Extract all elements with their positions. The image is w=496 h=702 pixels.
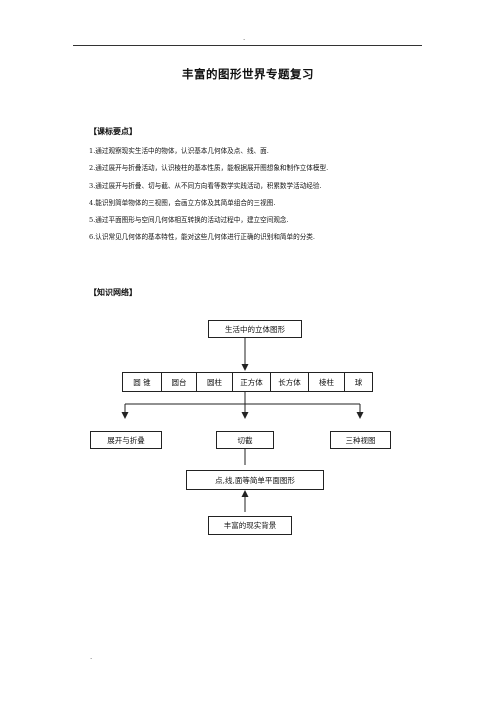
objective-item: 3.通过展开与折叠、切与截、从不同方向看等数学实践活动，积累数学活动经验. bbox=[89, 181, 322, 190]
solid-cuboid: 长方体 bbox=[271, 373, 309, 391]
solid-cylinder: 圆柱 bbox=[197, 373, 233, 391]
top-node: 生活中的立体图形 bbox=[208, 320, 302, 338]
page-title: 丰富的图形世界专题复习 bbox=[182, 67, 314, 81]
network-heading: 【知识网络】 bbox=[89, 287, 137, 297]
right-node: 三种视图 bbox=[330, 431, 391, 449]
objectives-heading: 【课标要点】 bbox=[89, 126, 137, 136]
middle-node: 切截 bbox=[216, 431, 274, 449]
solid-prism: 棱柱 bbox=[309, 373, 345, 391]
solids-row: 圆 锥 圆台 圆柱 正方体 长方体 棱柱 球 bbox=[122, 372, 373, 392]
objectives-list: 1.通过观察现实生活中的物体，认识基本几何体及点、线、面. 2.通过展开与折叠活… bbox=[89, 143, 328, 247]
center-node: 点,线,面等简单平面图形 bbox=[186, 470, 324, 490]
objective-item: 5.通过平面图形与空间几何体相互转换的活动过程中，建立空间观念. bbox=[89, 216, 289, 225]
solid-cube: 正方体 bbox=[233, 373, 271, 391]
objective-item: 2.通过展开与折叠活动，认识棱柱的基本性质，能根据展开图想象和制作立体模型. bbox=[89, 164, 329, 173]
objective-item: 6.认识常见几何体的基本特性，能对这些几何体进行正确的识别和简单的分类. bbox=[89, 233, 315, 242]
objective-item: 1.通过观察现实生活中的物体，认识基本几何体及点、线、面. bbox=[89, 147, 269, 155]
objective-item: 4.能识别简单物体的三视图，会画立方体及其简单组合的三视图. bbox=[89, 198, 276, 207]
solid-cone: 圆 锥 bbox=[123, 373, 162, 391]
header-mark: . bbox=[243, 34, 246, 42]
solid-frustum: 圆台 bbox=[162, 373, 197, 391]
footer-mark: . bbox=[90, 653, 93, 661]
left-node: 展开与折叠 bbox=[90, 431, 162, 449]
header-rule bbox=[73, 45, 422, 46]
solid-sphere: 球 bbox=[354, 377, 363, 387]
bottom-node: 丰富的现实背景 bbox=[208, 516, 292, 535]
